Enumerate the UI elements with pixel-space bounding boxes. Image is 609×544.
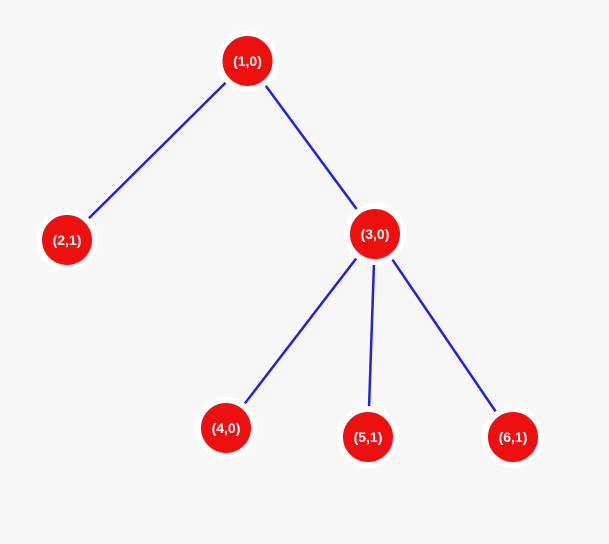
graph-node[interactable]: (1,0) [216,30,279,92]
node-circle[interactable] [482,406,544,468]
graph-edge [373,232,515,439]
graph-node[interactable]: (3,0) [344,203,406,265]
graph-node[interactable]: (2,1) [36,209,98,271]
node-circle[interactable] [344,203,406,265]
graph-node[interactable]: (5,1) [337,406,399,468]
node-circle[interactable] [337,406,399,468]
graph-edge [246,59,377,236]
graph-edge [224,232,377,430]
edges-layer [65,59,515,439]
node-circle[interactable] [36,209,98,271]
graph-node[interactable]: (6,1) [482,406,544,468]
graph-edge [366,232,377,439]
node-circle[interactable] [195,397,257,459]
graph-node[interactable]: (4,0) [195,397,257,459]
graph-edge [65,59,249,242]
node-circle[interactable] [216,30,279,92]
